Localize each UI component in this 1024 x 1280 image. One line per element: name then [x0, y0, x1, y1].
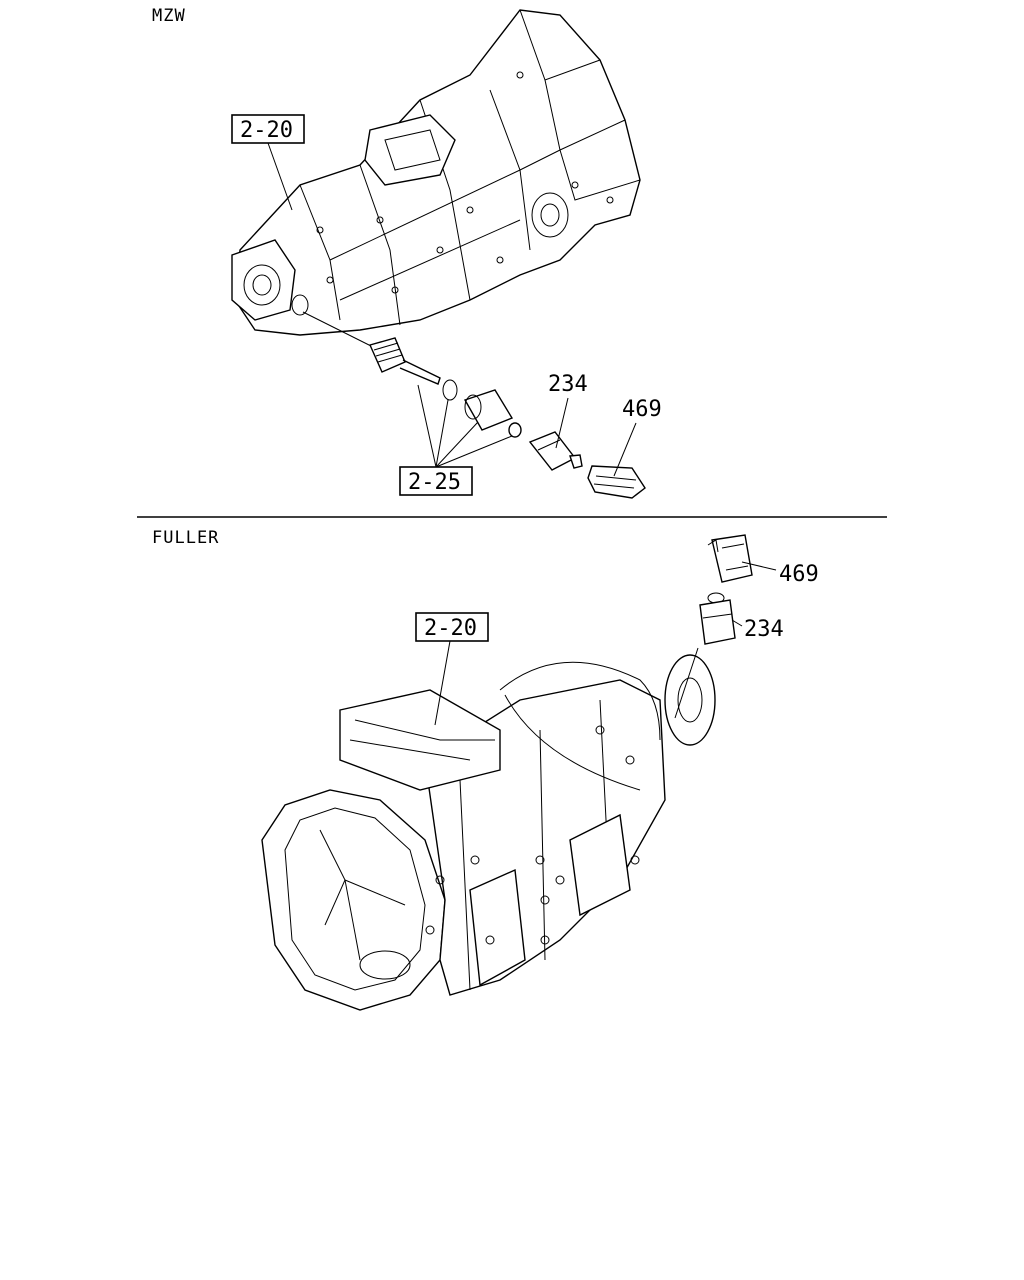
speed-sensor-mzw	[528, 431, 583, 471]
leader-469-fuller	[741, 561, 777, 571]
connector-cover-mzw	[587, 465, 646, 499]
explode-line-mzw	[302, 311, 376, 349]
leader-2-20-fuller	[434, 640, 451, 726]
explode-line-fuller	[674, 647, 699, 719]
leader-234-mzw	[555, 397, 569, 449]
callout-label-234-mzw: 234	[548, 372, 588, 397]
bush	[508, 422, 522, 438]
sleeve	[463, 389, 514, 431]
leader-234-fuller	[731, 619, 743, 627]
leader-2-25-d	[435, 435, 513, 468]
callout-label-2-25: 2-25	[408, 470, 461, 495]
speed-sensor-fuller	[699, 592, 736, 645]
callout-label-234-fuller: 234	[744, 617, 784, 642]
callout-box-2-20-fuller	[415, 612, 489, 642]
section-title-mzw: MZW	[152, 6, 186, 26]
callout-label-2-20-fuller: 2-20	[424, 616, 477, 641]
fuller-transmission-illustration	[261, 654, 716, 1011]
leader-2-20-mzw	[267, 142, 293, 211]
callout-label-469-fuller: 469	[779, 562, 819, 587]
speedo-driven-gear	[369, 337, 441, 385]
mzw-transmission-illustration	[231, 9, 641, 336]
leader-2-25-a	[417, 384, 437, 468]
connector-cover-fuller	[707, 534, 753, 583]
section-title-fuller: FULLER	[152, 528, 219, 548]
leader-469-mzw	[613, 422, 637, 477]
leader-2-25-b	[435, 399, 449, 468]
leader-2-25-c	[435, 421, 479, 468]
callout-label-469-mzw: 469	[622, 397, 662, 422]
o-ring	[442, 379, 458, 401]
callout-label-2-20-mzw: 2-20	[240, 118, 293, 143]
